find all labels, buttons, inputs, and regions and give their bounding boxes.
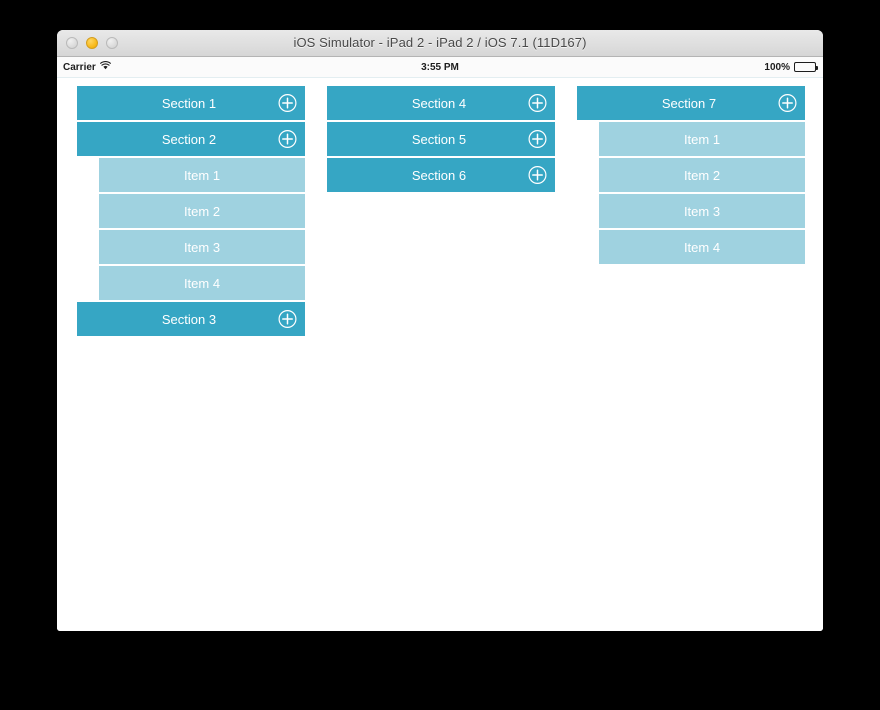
item-row[interactable]: Item 2 — [599, 158, 805, 192]
plus-circle-icon[interactable] — [528, 166, 547, 185]
item-row[interactable]: Item 3 — [99, 230, 305, 264]
section-label: Section 5 — [411, 131, 467, 147]
sections-columns: Section 1 Section 2 Item 1 Item 2 Item 3 Item… — [57, 78, 805, 338]
plus-circle-icon[interactable] — [778, 94, 797, 113]
plus-circle-icon[interactable] — [528, 94, 547, 113]
item-row[interactable]: Item 1 — [99, 158, 305, 192]
plus-circle-icon[interactable] — [278, 310, 297, 329]
clock-label: 3:55 PM — [421, 61, 459, 73]
status-bar-left: Carrier — [63, 57, 111, 77]
section-label: Section 3 — [161, 311, 217, 327]
app-content-area: Section 1 Section 2 Item 1 Item 2 Item 3 Item… — [57, 78, 823, 631]
item-row[interactable]: Item 2 — [99, 194, 305, 228]
status-bar-right: 100% — [764, 57, 818, 77]
zoom-button[interactable] — [106, 37, 118, 49]
item-label: Item 1 — [683, 131, 721, 147]
item-label: Item 4 — [183, 275, 221, 291]
section-label: Section 1 — [161, 95, 217, 111]
minimize-button[interactable] — [86, 37, 98, 49]
column-1: Section 1 Section 2 Item 1 Item 2 Item 3 Item… — [77, 86, 305, 338]
section-header-row[interactable]: Section 2 — [77, 122, 305, 156]
item-row[interactable]: Item 4 — [99, 266, 305, 300]
carrier-label: Carrier — [63, 61, 96, 73]
window-controls — [66, 37, 118, 49]
item-row[interactable]: Item 1 — [599, 122, 805, 156]
section-header-row[interactable]: Section 6 — [327, 158, 555, 192]
simulator-window: iOS Simulator - iPad 2 - iPad 2 / iOS 7.… — [57, 30, 823, 631]
item-label: Item 3 — [683, 203, 721, 219]
item-label: Item 3 — [183, 239, 221, 255]
section-header-row[interactable]: Section 5 — [327, 122, 555, 156]
section-label: Section 4 — [411, 95, 467, 111]
plus-circle-icon[interactable] — [278, 130, 297, 149]
wifi-icon — [99, 61, 111, 73]
battery-full-icon — [794, 62, 818, 72]
section-header-row[interactable]: Section 7 — [577, 86, 805, 120]
section-label: Section 6 — [411, 167, 467, 183]
window-title: iOS Simulator - iPad 2 - iPad 2 / iOS 7.… — [293, 35, 587, 50]
item-label: Item 4 — [683, 239, 721, 255]
status-bar-center: 3:55 PM — [57, 57, 823, 77]
section-label: Section 7 — [661, 95, 717, 111]
item-row[interactable]: Item 4 — [599, 230, 805, 264]
plus-circle-icon[interactable] — [528, 130, 547, 149]
item-label: Item 2 — [183, 203, 221, 219]
item-label: Item 1 — [183, 167, 221, 183]
column-3: Section 7 Item 1 Item 2 Item 3 Item 4 — [577, 86, 805, 338]
item-label: Item 2 — [683, 167, 721, 183]
close-button[interactable] — [66, 37, 78, 49]
ios-status-bar: Carrier 3:55 PM 100% — [57, 57, 823, 78]
section-label: Section 2 — [161, 131, 217, 147]
section-header-row[interactable]: Section 1 — [77, 86, 305, 120]
section-header-row[interactable]: Section 4 — [327, 86, 555, 120]
item-row[interactable]: Item 3 — [599, 194, 805, 228]
column-2: Section 4 Section 5 Section 6 — [327, 86, 555, 338]
battery-percent-label: 100% — [764, 61, 790, 73]
window-titlebar[interactable]: iOS Simulator - iPad 2 - iPad 2 / iOS 7.… — [57, 30, 823, 57]
plus-circle-icon[interactable] — [278, 94, 297, 113]
section-header-row[interactable]: Section 3 — [77, 302, 305, 336]
